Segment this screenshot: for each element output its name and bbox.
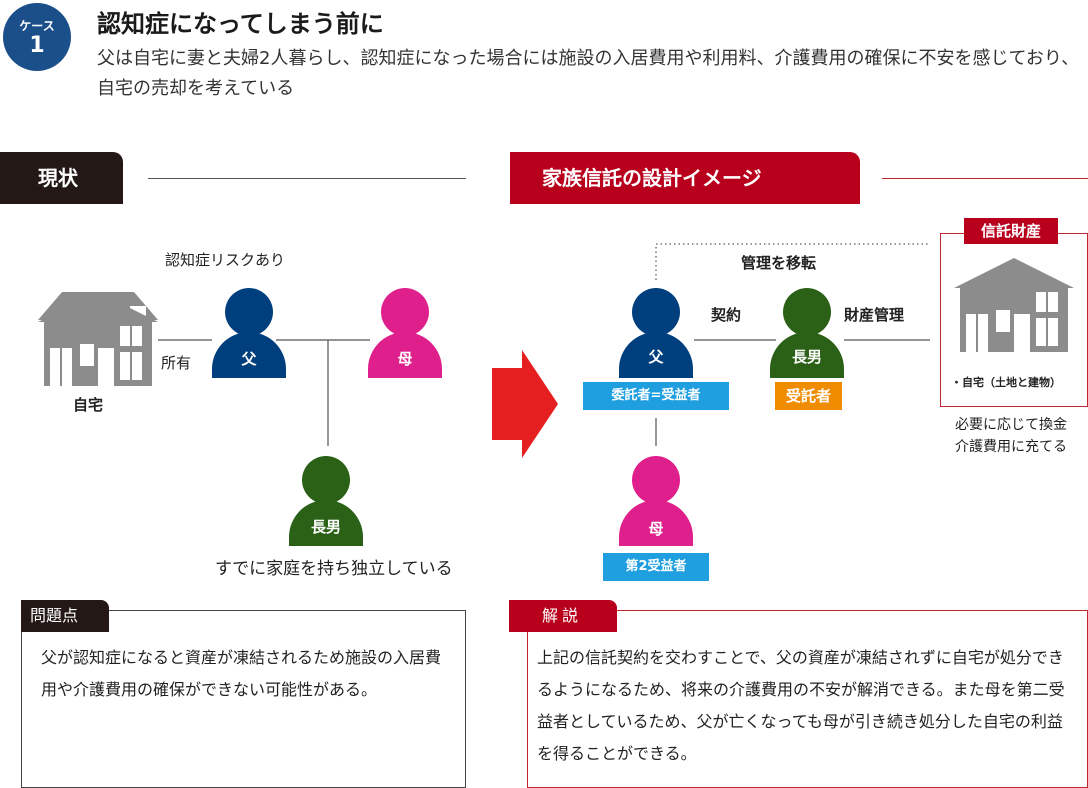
mother-role-badge: 第2受益者 [603,553,709,581]
son-head [302,456,350,504]
trust-home-icon [954,258,1074,352]
trust-mother-name: 母 [648,520,664,538]
trust-son-figure: 長男 [770,288,844,378]
asset-mgmt-label: 財産管理 [844,306,905,324]
trust-asset-item: ・自宅（土地と建物） [951,376,1061,389]
trust-father-figure: 父 [619,288,693,378]
current-heading: 現状 [0,152,123,204]
father-figure: 父 [212,288,286,378]
design-heading: 家族信託の設計イメージ [510,152,860,204]
trust-asset-title: 信託財産 [964,218,1058,244]
son-name: 長男 [310,518,341,536]
problem-text: 父が認知症になると資産が凍結されるため施設の入居費用や介護費用の確保ができない可… [41,648,442,699]
problem-tag: 問題点 [21,600,109,632]
father-name: 父 [241,350,257,368]
arrow-right-icon [492,350,558,458]
father-head [225,288,273,336]
contract-label: 契約 [711,306,742,324]
current-divider [148,178,466,179]
trust-father-name: 父 [648,348,664,366]
home-label: 自宅 [73,396,104,414]
ownership-label: 所有 [161,354,192,372]
mother-figure: 母 [368,288,442,378]
mother-head [381,288,429,336]
design-divider [882,178,1088,179]
page-title: 認知症になってしまう前に [97,9,384,38]
trust-mother-head [632,456,680,504]
case-badge: ケース 1 [3,3,71,71]
trust-father-head [632,288,680,336]
risk-label: 認知症リスクあり [165,251,286,269]
trust-asset-note-2: 介護費用に充てる [955,439,1067,455]
explanation-tag: 解説 [509,600,617,632]
trust-mother-figure: 母 [619,456,693,546]
home-icon [38,292,158,386]
case-number: 1 [29,33,45,58]
explanation-text: 上記の信託契約を交わすことで、父の資産が凍結されずに自宅が処分できるようになるた… [537,648,1065,763]
mother-name: 母 [397,350,413,368]
case-description: 父は自宅に妻と夫婦2人暮らし、認知症になった場合には施設の入居費用や利用料、介護… [97,48,1080,99]
son-role-badge: 受託者 [775,382,842,410]
son-note: すでに家庭を持ち独立している [215,559,453,579]
father-role-badge: 委託者=受益者 [583,382,729,410]
son-figure: 長男 [289,456,363,546]
transfer-label: 管理を移転 [741,254,817,272]
trust-son-name: 長男 [791,348,822,366]
trust-son-head [783,288,831,336]
trust-asset-note-1: 必要に応じて換金 [955,417,1067,433]
case-label: ケース [19,19,55,33]
